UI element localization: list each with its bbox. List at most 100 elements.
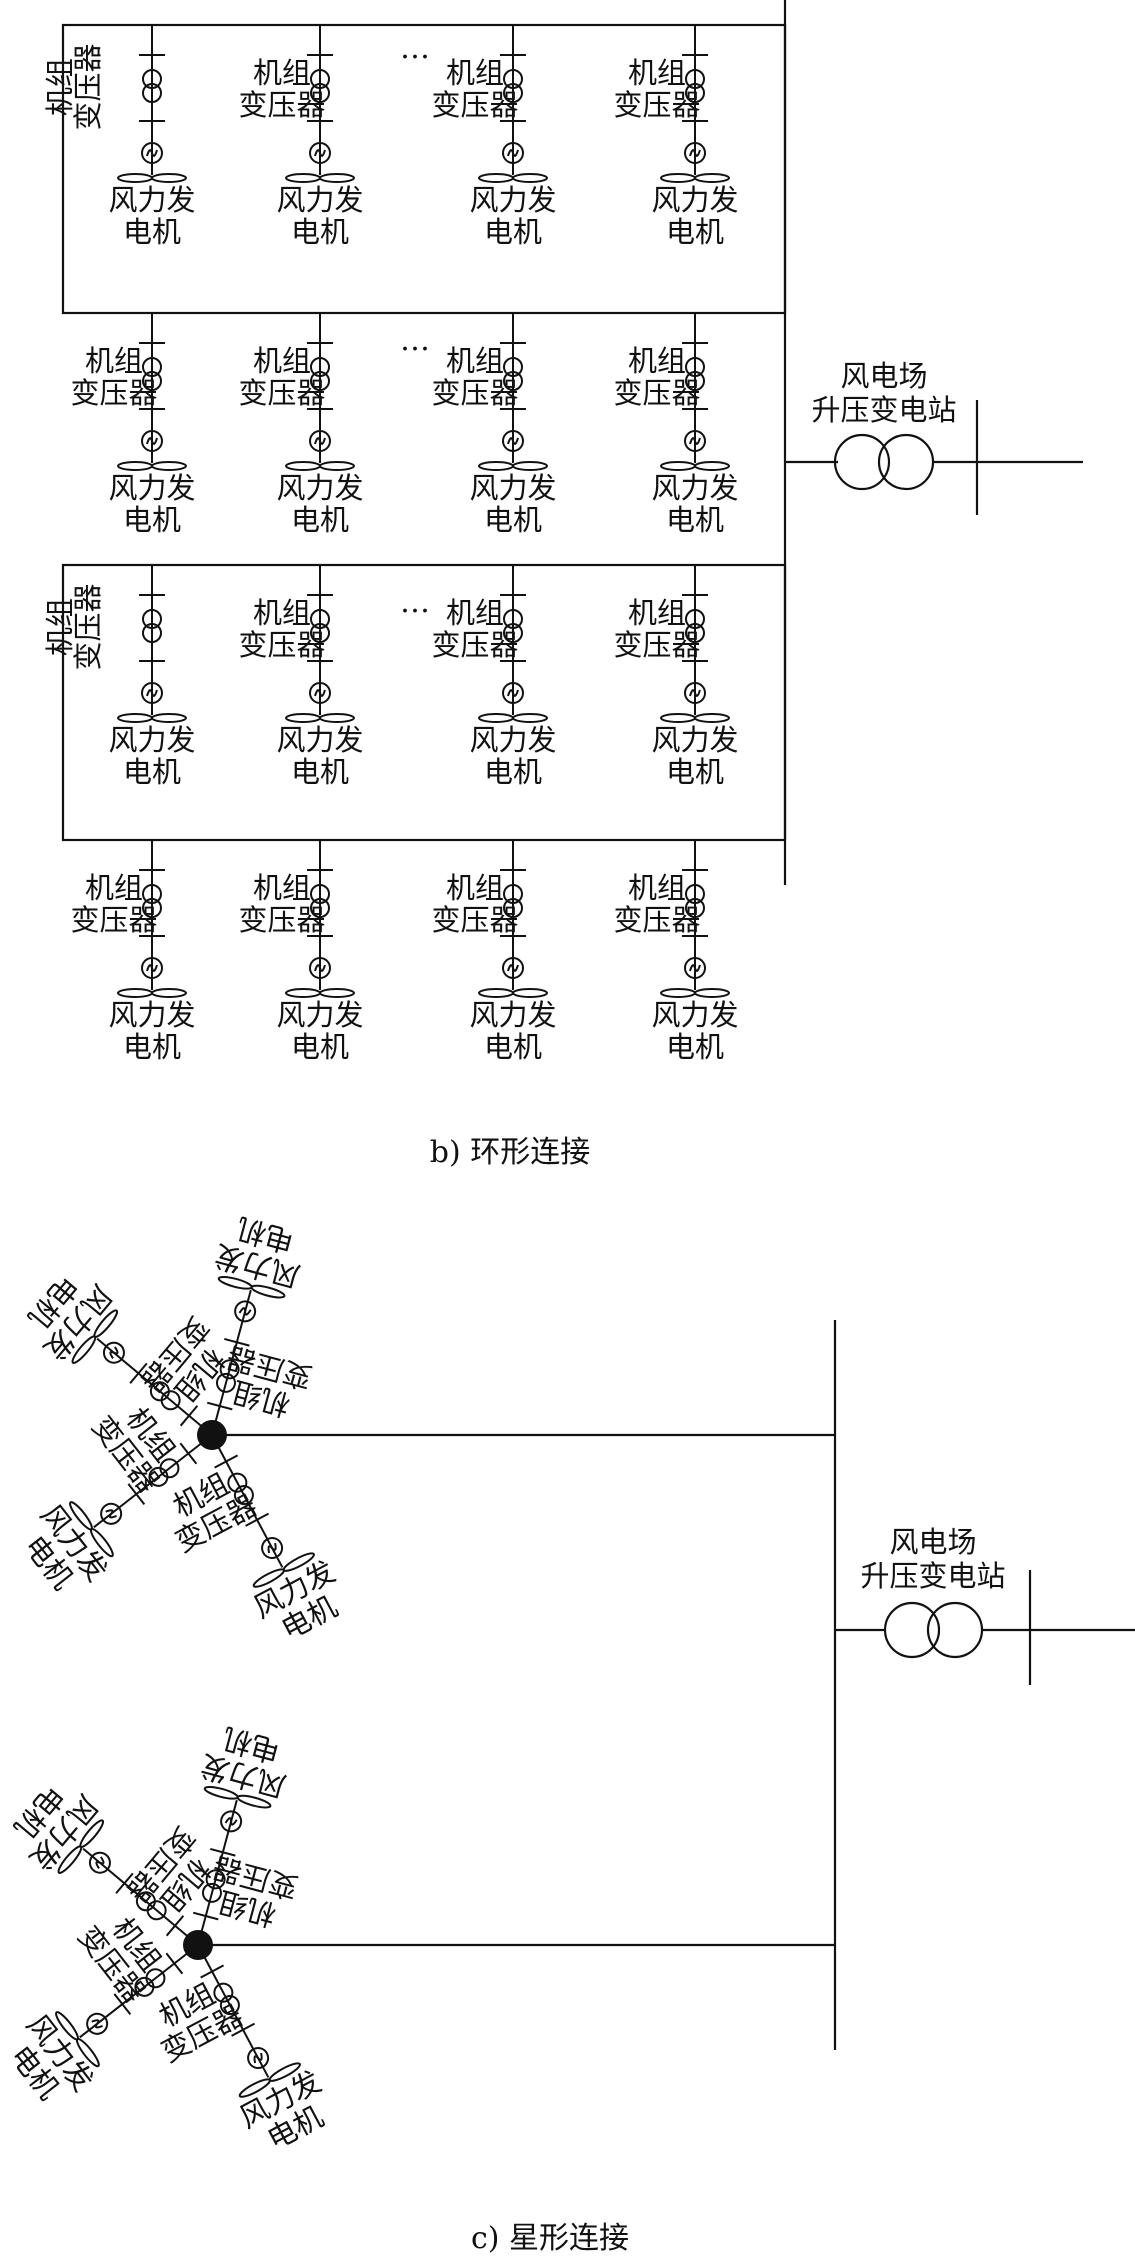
generator-icon (261, 1537, 284, 1560)
turbine-blade-icon (285, 713, 355, 723)
turbine-blade-icon (660, 988, 730, 998)
generator-label-1: 风力发 (651, 471, 738, 505)
generator-label-1: 风力发 (108, 998, 195, 1032)
generator-label-1: 风力发 (276, 183, 363, 217)
transformer-label-1: 机组 (446, 871, 504, 905)
transformer-label-1: 机组 (628, 871, 686, 905)
generator-label-1: 风力发 (469, 723, 556, 757)
ring-ellipsis-1: … (400, 31, 430, 66)
ring-caption: b) 环形连接 (430, 1135, 590, 1170)
transformer-label-2: 变压器 (431, 376, 518, 410)
generator-label-1: 风力发 (108, 183, 195, 217)
transformer-label-2: 变压器 (238, 376, 325, 410)
transformer-label-2: 变压器 (613, 628, 700, 662)
breaker-tick (192, 1911, 219, 1921)
turbine-blade-icon (285, 173, 355, 183)
generator-label-2: 电机 (123, 1030, 181, 1064)
transformer-label-2: 变压器 (70, 903, 157, 937)
transformer-label-2: 变压器 (71, 43, 105, 130)
generator-icon (684, 682, 706, 704)
transformer-label-1: 机组 (43, 598, 77, 656)
generator-label-1: 风力发 (651, 723, 738, 757)
star-substation-label-1: 风电场 (889, 1525, 976, 1559)
transformer-icon (134, 1968, 166, 1997)
turbine-blade-icon (478, 461, 548, 471)
transformer-icon (503, 884, 523, 918)
generator-icon (220, 1810, 243, 1833)
generator-label-2: 电机 (666, 1030, 724, 1064)
generator-icon (141, 430, 163, 452)
transformer-icon (142, 69, 162, 103)
star-substation-label-2: 升压变电站 (860, 1559, 1005, 1593)
turbine-blade-icon (660, 173, 730, 183)
star-substation-transformer-icon (883, 1601, 984, 1659)
transformer-icon (213, 1982, 240, 2016)
transformer-icon (503, 357, 523, 391)
generator-label-2: 电机 (484, 215, 542, 249)
transformer-icon (310, 69, 330, 103)
transformer-icon (310, 357, 330, 391)
generator-label-1: 风力发 (469, 183, 556, 217)
junction-node-icon (183, 1930, 213, 1960)
generator-label-2: 电机 (291, 503, 349, 537)
turbine-blade-icon (69, 1501, 114, 1558)
breaker-tick (214, 1454, 239, 1469)
transformer-icon (310, 884, 330, 918)
transformer-icon (148, 1458, 180, 1487)
transformer-icon (135, 1891, 167, 1921)
transformer-label-2: 变压器 (238, 628, 325, 662)
generator-icon (309, 957, 331, 979)
transformer-label-1: 机组 (43, 58, 77, 116)
turbine-blade-icon (285, 461, 355, 471)
junction-node-icon (197, 1420, 227, 1450)
generator-label-1: 风力发 (651, 998, 738, 1032)
transformer-label-1: 机组 (628, 344, 686, 378)
transformer-icon (201, 1869, 226, 1903)
turbine-blade-icon (203, 1785, 272, 1809)
generator-label-1: 风力发 (108, 723, 195, 757)
generator-icon (684, 142, 706, 164)
transformer-label-1: 机组 (446, 596, 504, 630)
generator-label-2: 电机 (666, 215, 724, 249)
generator-label-2: 电机 (666, 503, 724, 537)
generator-icon (100, 1502, 123, 1525)
turbine-blade-icon (238, 2062, 301, 2098)
star-connection: 风电场 升压变电站 机组变压器风力发电机机组变压器风力发电机机组变压器风力发电机… (4, 1211, 1135, 2256)
turbine-blade-icon (117, 988, 187, 998)
breaker-tick (206, 1401, 233, 1411)
turbine-blade-icon (285, 988, 355, 998)
transformer-label-2: 变压器 (431, 628, 518, 662)
transformer-icon (142, 884, 162, 918)
transformer-icon (215, 1359, 240, 1393)
generator-label-1: 风力发 (276, 723, 363, 757)
transformer-icon (149, 1381, 181, 1411)
star-turbine-units: 机组变压器风力发电机机组变压器风力发电机机组变压器风力发电机机组变压器风力发电机… (4, 1211, 343, 2156)
transformer-icon (310, 609, 330, 643)
transformer-label-2: 变压器 (613, 88, 700, 122)
transformer-label-2: 变压器 (238, 903, 325, 937)
generator-icon (502, 957, 524, 979)
ring-substation-label-2: 升压变电站 (811, 393, 956, 427)
generator-label-2: 电机 (484, 503, 542, 537)
ring-ellipsis-3: … (400, 585, 430, 620)
ring-turbine-units: 机组变压器风力发电机机组变压器风力发电机机组变压器风力发电机机组变压器风力发电机… (43, 25, 739, 1064)
generator-icon (684, 957, 706, 979)
generator-label-1: 风力发 (276, 998, 363, 1032)
ring-substation-label-1: 风电场 (840, 359, 927, 393)
transformer-label-1: 机组 (85, 871, 143, 905)
transformer-icon (685, 609, 705, 643)
transformer-label-1: 机组 (85, 344, 143, 378)
ring-ellipsis-2: … (400, 323, 430, 358)
transformer-label-2: 变压器 (70, 376, 157, 410)
star-caption: c) 星形连接 (471, 2221, 629, 2256)
